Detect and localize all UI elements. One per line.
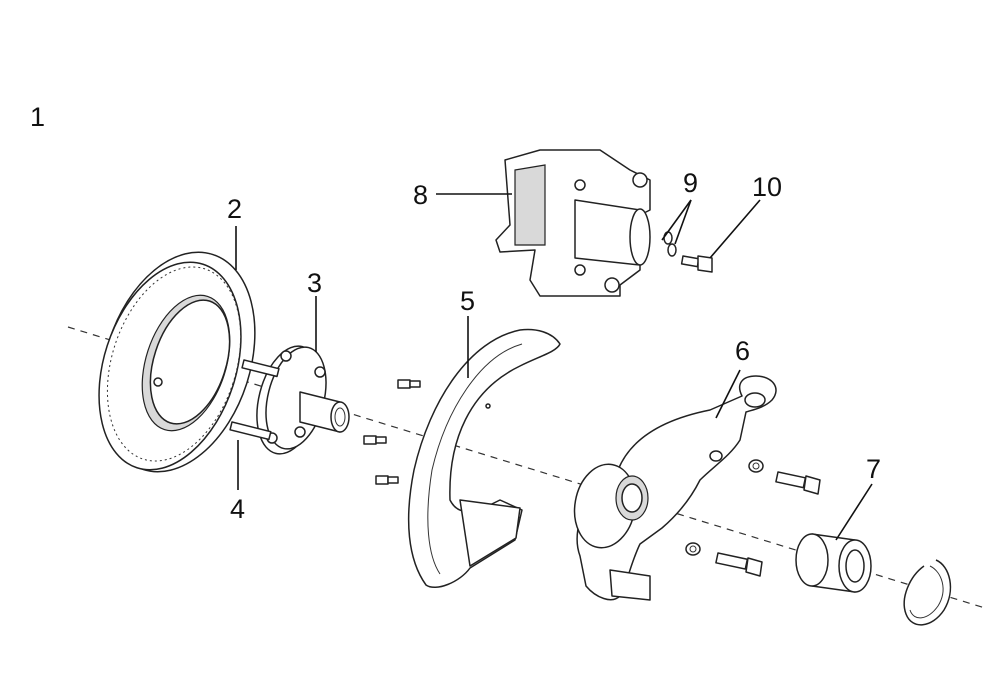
brake-disc-rotor bbox=[98, 251, 256, 473]
callout-3: 3 bbox=[307, 268, 322, 298]
wheel-hub bbox=[256, 345, 350, 455]
callout-9: 9 bbox=[683, 168, 698, 198]
knuckle-fasteners bbox=[685, 459, 821, 577]
callout-8: 8 bbox=[413, 180, 428, 210]
callout-4: 4 bbox=[230, 494, 245, 524]
circlip bbox=[903, 559, 952, 626]
caliper-bolt bbox=[680, 255, 713, 273]
wheel-studs bbox=[229, 359, 280, 441]
callout-5: 5 bbox=[460, 286, 475, 316]
brake-caliper bbox=[495, 149, 651, 297]
callout-7: 7 bbox=[866, 454, 881, 484]
callout-10: 10 bbox=[752, 172, 782, 202]
leader-lines bbox=[235, 193, 873, 541]
figure-number: 1 bbox=[30, 102, 45, 132]
wheel-bearing bbox=[795, 533, 872, 593]
dust-shield bbox=[407, 328, 561, 589]
callout-2: 2 bbox=[227, 194, 242, 224]
callout-6: 6 bbox=[735, 336, 750, 366]
backplate-bolts bbox=[363, 379, 421, 485]
steering-knuckle bbox=[573, 375, 777, 601]
